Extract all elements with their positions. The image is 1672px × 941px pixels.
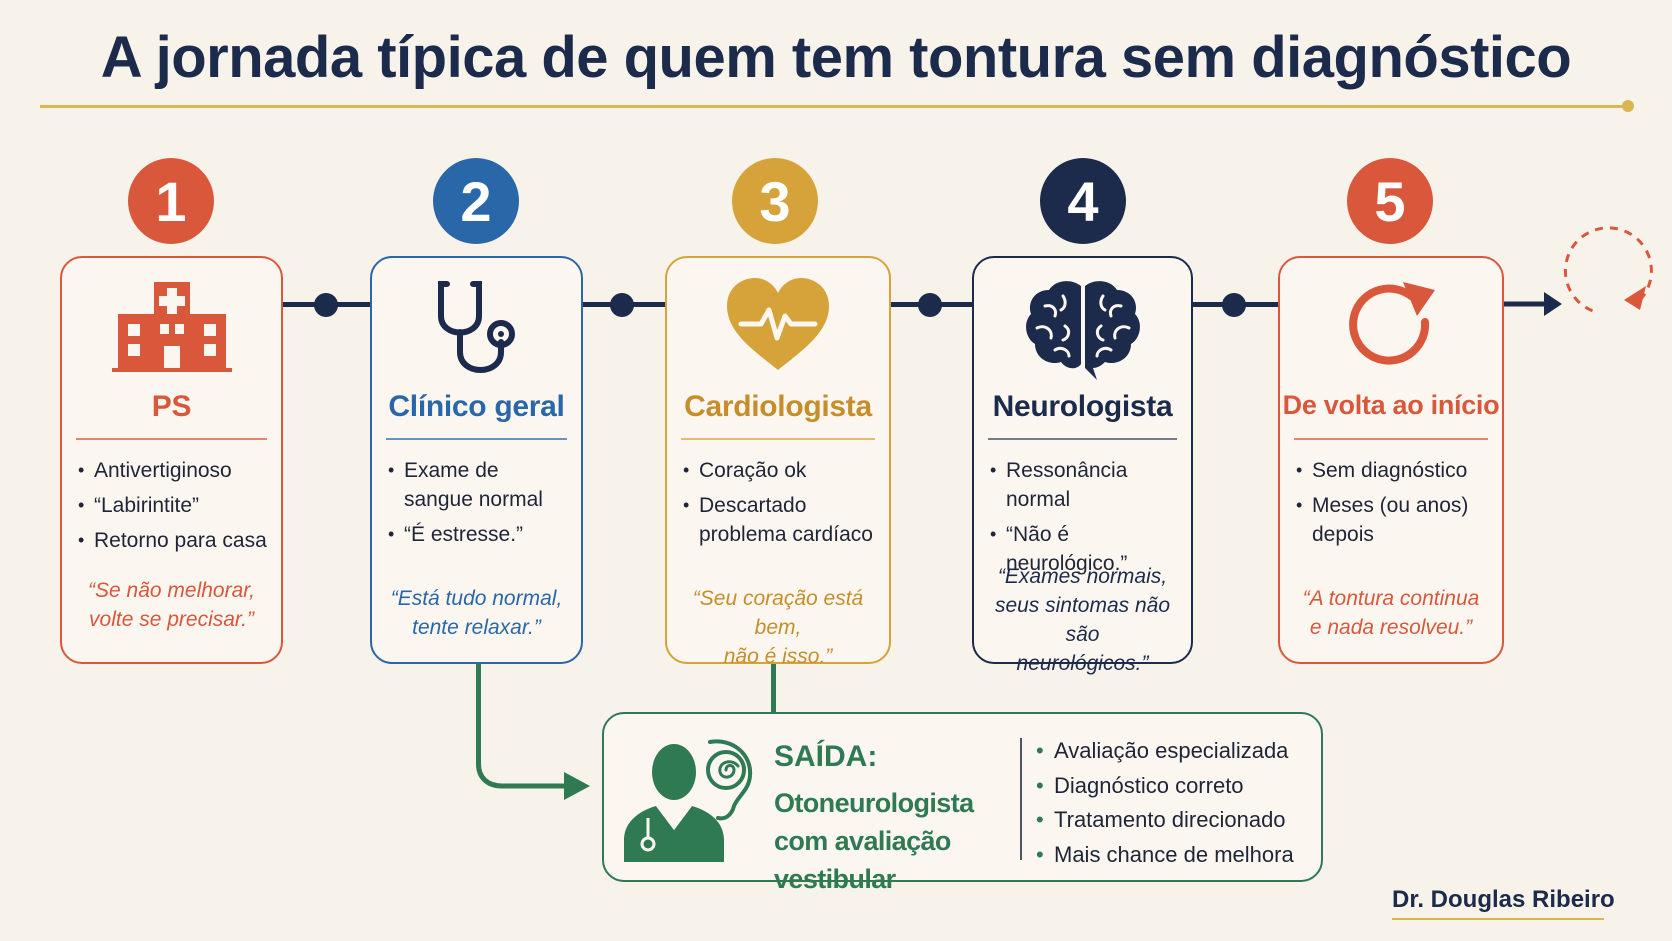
quote-line: “Está tudo normal, bbox=[390, 587, 563, 610]
quote-line: e nada resolveu.” bbox=[1309, 616, 1473, 639]
step-card-neurologista: Neurologista Ressonância normal “Não é n… bbox=[972, 256, 1193, 675]
step-card-volta: De volta ao início Sem diagnóstico Meses… bbox=[1278, 256, 1504, 664]
step-heading: PS bbox=[151, 390, 192, 423]
step-quote: “Exames normais, seus sintomas não são n… bbox=[978, 562, 1187, 678]
list-item: Coração ok bbox=[683, 456, 879, 485]
connector-dot-3 bbox=[918, 293, 942, 317]
quote-line: não é isso.” bbox=[723, 645, 833, 668]
quote-line: neurológicos.” bbox=[1016, 652, 1149, 675]
exit-box: SAÍDA: Otoneurologista com avaliação ves… bbox=[602, 712, 1323, 894]
step-heading: Clínico geral bbox=[388, 390, 565, 423]
list-item: Meses (ou anos) depois bbox=[1296, 491, 1492, 549]
quote-line: “Se não melhorar, bbox=[88, 579, 255, 602]
brain-icon bbox=[974, 276, 1191, 386]
step-card-clinico: Clínico geral Exame de sangue normal “É … bbox=[370, 256, 583, 664]
exit-connector-curve bbox=[476, 750, 590, 800]
step-number-2: 2 bbox=[433, 158, 519, 244]
quote-line: volte se precisar.” bbox=[89, 608, 254, 631]
step-divider bbox=[386, 438, 567, 440]
list-item: “Não é neurológico.” bbox=[990, 520, 1181, 578]
title-underline-dot bbox=[1622, 100, 1634, 112]
list-item: Diagnóstico correto bbox=[1036, 769, 1294, 804]
step-number-5: 5 bbox=[1347, 158, 1433, 244]
step-items: Ressonância normal “Não é neurológico.” bbox=[990, 456, 1181, 584]
doctor-ear-icon bbox=[622, 734, 762, 869]
step-divider bbox=[76, 438, 267, 440]
step-number-3: 3 bbox=[732, 158, 818, 244]
step-number-4: 4 bbox=[1040, 158, 1126, 244]
list-item: Retorno para casa bbox=[78, 526, 271, 555]
quote-line: “Exames normais, bbox=[997, 565, 1168, 588]
quote-line: tente relaxar.” bbox=[412, 616, 541, 639]
restart-icon bbox=[1280, 276, 1502, 386]
list-item: Sem diagnóstico bbox=[1296, 456, 1492, 485]
list-item: Descartado problema cardíaco bbox=[683, 491, 879, 549]
list-item: Exame de sangue normal bbox=[388, 456, 571, 514]
step-heading: Cardiologista bbox=[684, 390, 872, 423]
stethoscope-icon bbox=[372, 276, 581, 386]
connector-dot-2 bbox=[610, 293, 634, 317]
heart-pulse-icon bbox=[667, 276, 889, 386]
step-quote: “Está tudo normal, tente relaxar.” bbox=[376, 584, 577, 642]
step-items: Antivertiginoso “Labirintite” Retorno pa… bbox=[78, 456, 271, 561]
page-title: A jornada típica de quem tem tontura sem… bbox=[100, 25, 1572, 90]
quote-line: “A tontura continua bbox=[1302, 587, 1480, 610]
step-heading: De volta ao início bbox=[1282, 390, 1500, 420]
list-item: Tratamento direcionado bbox=[1036, 803, 1294, 838]
exit-title: SAÍDA: bbox=[774, 740, 878, 773]
step-items: Sem diagnóstico Meses (ou anos) depois bbox=[1296, 456, 1492, 555]
exit-connector-from-clinico bbox=[476, 664, 481, 764]
list-item: Avaliação especializada bbox=[1036, 734, 1294, 769]
hospital-icon bbox=[62, 276, 281, 386]
list-item: Antivertiginoso bbox=[78, 456, 271, 485]
signature-underline bbox=[1392, 918, 1604, 920]
step-quote: “Se não melhorar, volte se precisar.” bbox=[66, 576, 277, 634]
step-heading: Neurologista bbox=[992, 390, 1173, 423]
step-divider bbox=[988, 438, 1177, 440]
loop-arrow bbox=[1504, 226, 1653, 316]
title-underline bbox=[40, 105, 1625, 108]
list-item: Ressonância normal bbox=[990, 456, 1181, 514]
quote-line: seus sintomas não são bbox=[994, 594, 1171, 646]
step-card-ps: PS Antivertiginoso “Labirintite” Retorno… bbox=[60, 256, 283, 664]
step-items: Exame de sangue normal “É estresse.” bbox=[388, 456, 571, 555]
connector-dot-4 bbox=[1222, 293, 1246, 317]
connector-dot-1 bbox=[314, 293, 338, 317]
step-card-cardiologista: Cardiologista Coração ok Descartado prob… bbox=[665, 256, 891, 668]
exit-connector-from-cardiologista bbox=[771, 664, 776, 713]
list-item: Mais chance de melhora bbox=[1036, 838, 1294, 873]
exit-separator bbox=[1020, 738, 1022, 860]
step-items: Coração ok Descartado problema cardíaco bbox=[683, 456, 879, 555]
step-number-1: 1 bbox=[128, 158, 214, 244]
list-item: “Labirintite” bbox=[78, 491, 271, 520]
step-quote: “A tontura continua e nada resolveu.” bbox=[1284, 584, 1498, 642]
quote-line: “Seu coração está bem, bbox=[692, 587, 864, 639]
exit-subtitle: Otoneurologista com avaliação vestibular bbox=[774, 788, 974, 894]
step-divider bbox=[1294, 438, 1488, 440]
step-quote: “Seu coração está bem, não é isso.” bbox=[671, 584, 885, 671]
list-item: “É estresse.” bbox=[388, 520, 571, 549]
signature: Dr. Douglas Ribeiro bbox=[1392, 886, 1615, 913]
exit-items: Avaliação especializada Diagnóstico corr… bbox=[1036, 734, 1294, 872]
step-divider bbox=[681, 438, 875, 440]
